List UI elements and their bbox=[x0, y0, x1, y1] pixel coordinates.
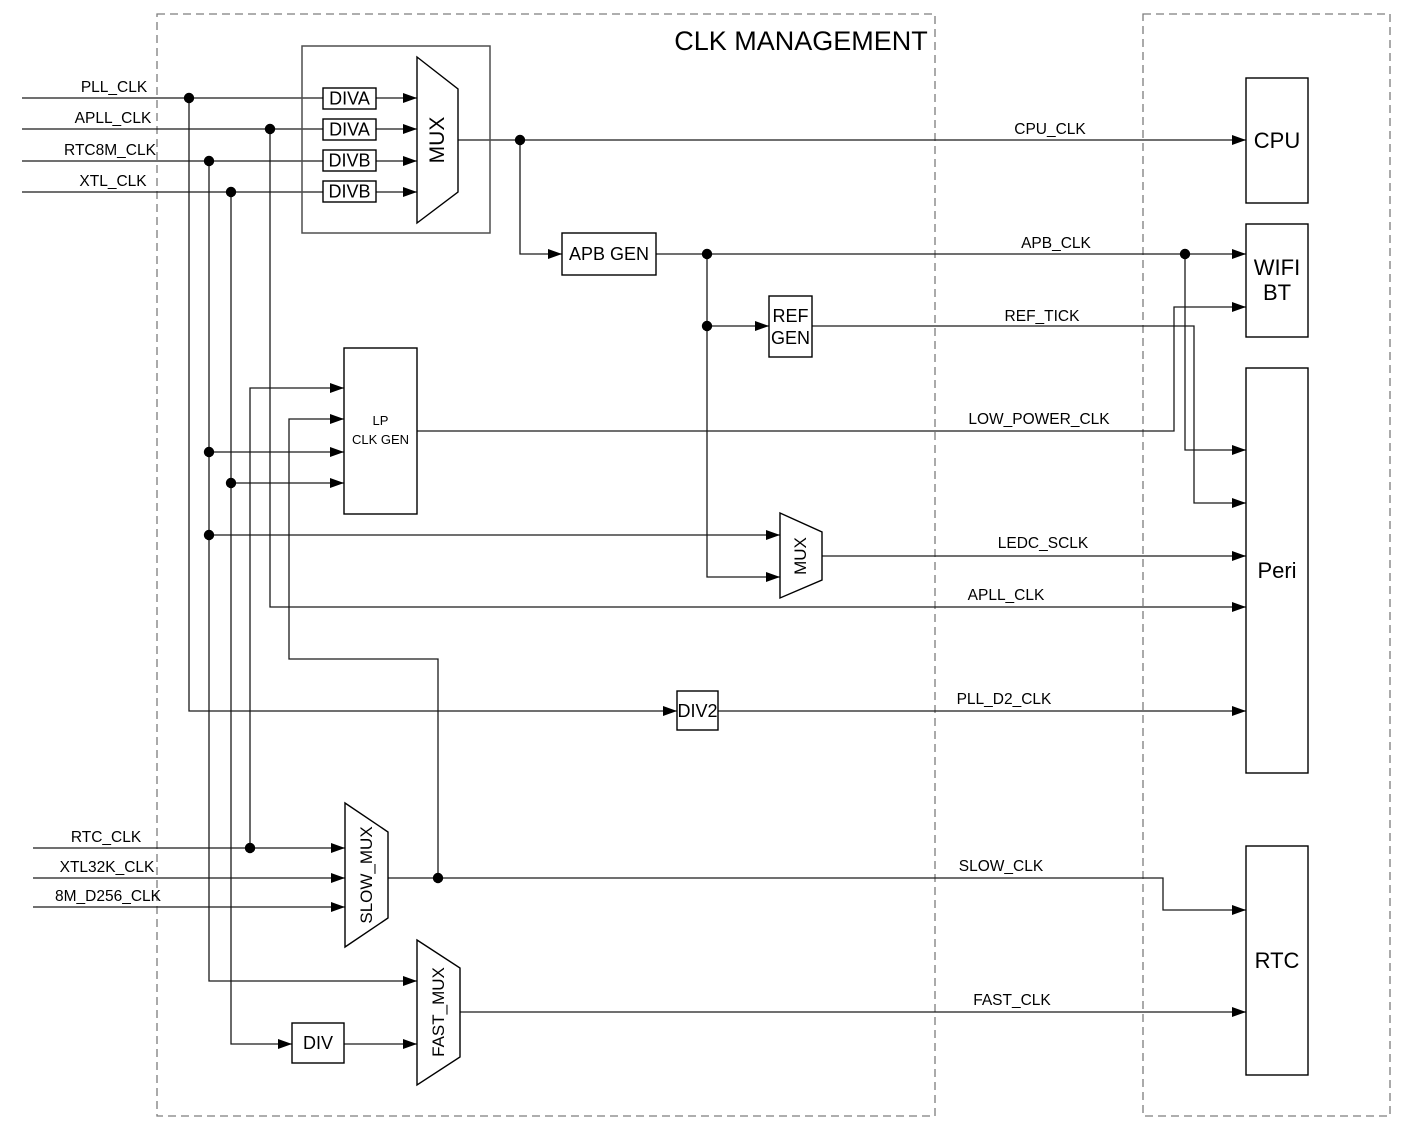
block-cpu-mux bbox=[416, 55, 459, 225]
label-xtl32k-clk: XTL32K_CLK bbox=[60, 859, 155, 876]
label-rtc8m-clk: RTC8M_CLK bbox=[64, 142, 157, 159]
label-pll-d2-clk: PLL_D2_CLK bbox=[957, 691, 1052, 708]
block-wifi-bt-label-line1: WIFI bbox=[1254, 255, 1300, 280]
block-divb2 bbox=[322, 180, 377, 203]
junction-dot bbox=[264, 123, 276, 135]
label-low-power-clk: LOW_POWER_CLK bbox=[968, 411, 1110, 428]
block-slow-mux-label: SLOW_MUX bbox=[357, 826, 376, 923]
block-div-label: DIV bbox=[303, 1033, 333, 1053]
label-apb-clk: APB_CLK bbox=[1021, 235, 1091, 252]
junction-dot bbox=[701, 248, 713, 260]
wire-slowclk-to-lpclkgen bbox=[288, 414, 439, 878]
block-cpu bbox=[1245, 77, 1309, 204]
junction-dot bbox=[514, 134, 526, 146]
label-8m-d256-clk: 8M_D256_CLK bbox=[55, 888, 162, 905]
label-apll-clk-out: APLL_CLK bbox=[968, 587, 1045, 604]
junction-dot bbox=[203, 446, 215, 458]
cpu-clk-mux-group bbox=[301, 45, 491, 234]
junction-dot bbox=[701, 320, 713, 332]
block-fast-mux-label: FAST_MUX bbox=[429, 967, 448, 1057]
junction-dot bbox=[183, 92, 195, 104]
wire-apll-clk-out bbox=[269, 129, 1246, 612]
label-ref-tick: REF_TICK bbox=[1005, 308, 1081, 325]
block-apb-gen bbox=[561, 232, 657, 276]
wire-ref-tick bbox=[812, 325, 1246, 508]
junction-dot bbox=[225, 477, 237, 489]
block-lp-clk-gen bbox=[343, 347, 418, 515]
block-divb2-label: DIVB bbox=[328, 182, 370, 202]
block-lp-clk-gen-label-line1: LP bbox=[373, 413, 389, 428]
clock-consumers-region-border bbox=[1142, 13, 1391, 1117]
junction-dot bbox=[203, 155, 215, 167]
block-diva1 bbox=[322, 87, 377, 110]
wire-rtc8m-to-fastmux bbox=[208, 161, 417, 986]
wire-pll-to-div2 bbox=[188, 98, 677, 716]
junction-dot bbox=[1179, 248, 1191, 260]
block-peri-label: Peri bbox=[1257, 558, 1296, 583]
label-cpu-clk: CPU_CLK bbox=[1014, 121, 1086, 138]
label-rtc-clk: RTC_CLK bbox=[71, 829, 142, 846]
wire-xtl-to-div bbox=[230, 192, 292, 1049]
block-rtc-label: RTC bbox=[1255, 948, 1300, 973]
block-peri bbox=[1245, 367, 1309, 774]
wire-slow-clk bbox=[388, 877, 1246, 915]
block-div bbox=[291, 1022, 345, 1064]
block-div2-label: DIV2 bbox=[677, 701, 717, 721]
junction-dots bbox=[183, 92, 1191, 884]
block-slow-mux bbox=[344, 801, 389, 949]
label-ledc-sclk: LEDC_SCLK bbox=[998, 535, 1089, 552]
block-diva2-label: DIVA bbox=[329, 120, 370, 140]
clk-management-region-border bbox=[156, 13, 936, 1117]
wire-apb-to-peri bbox=[1184, 254, 1246, 455]
block-lp-clk-gen-label-line2: CLK GEN bbox=[352, 432, 409, 447]
label-slow-clk: SLOW_CLK bbox=[959, 858, 1044, 875]
block-apb-gen-label: APB GEN bbox=[569, 244, 649, 264]
block-wifi-bt bbox=[1245, 223, 1309, 338]
diagram-title: CLK MANAGEMENT bbox=[674, 26, 928, 56]
label-apll-clk-in: APLL_CLK bbox=[75, 110, 152, 127]
block-ref-gen bbox=[768, 295, 813, 358]
block-diva2 bbox=[322, 118, 377, 141]
block-ledc-mux-label: MUX bbox=[791, 537, 810, 575]
wire-cpuclk-to-apbgen bbox=[519, 140, 562, 259]
block-ledc-mux bbox=[779, 511, 823, 600]
block-cpu-mux-label: MUX bbox=[426, 117, 449, 164]
label-fast-clk: FAST_CLK bbox=[973, 992, 1051, 1009]
block-diva1-label: DIVA bbox=[329, 89, 370, 109]
junction-dot bbox=[225, 186, 237, 198]
block-ref-gen-label-line2: GEN bbox=[771, 328, 810, 348]
block-cpu-label: CPU bbox=[1254, 128, 1300, 153]
wire-apb-to-ledcmux bbox=[706, 254, 780, 582]
junction-dot bbox=[432, 872, 444, 884]
junction-dot bbox=[244, 842, 256, 854]
block-wifi-bt-label-line2: BT bbox=[1263, 280, 1291, 305]
block-divb1-label: DIVB bbox=[328, 151, 370, 171]
wire-rtcclk-to-lpclkgen bbox=[249, 383, 344, 848]
block-ref-gen-label-line1: REF bbox=[773, 306, 809, 326]
junction-dot bbox=[203, 529, 215, 541]
label-pll-clk: PLL_CLK bbox=[81, 79, 148, 96]
block-div2 bbox=[676, 690, 719, 731]
block-rtc bbox=[1245, 845, 1309, 1076]
block-fast-mux bbox=[416, 938, 461, 1087]
wire-low-power-clk bbox=[417, 302, 1246, 432]
block-divb1 bbox=[322, 149, 377, 172]
label-xtl-clk: XTL_CLK bbox=[79, 173, 147, 190]
